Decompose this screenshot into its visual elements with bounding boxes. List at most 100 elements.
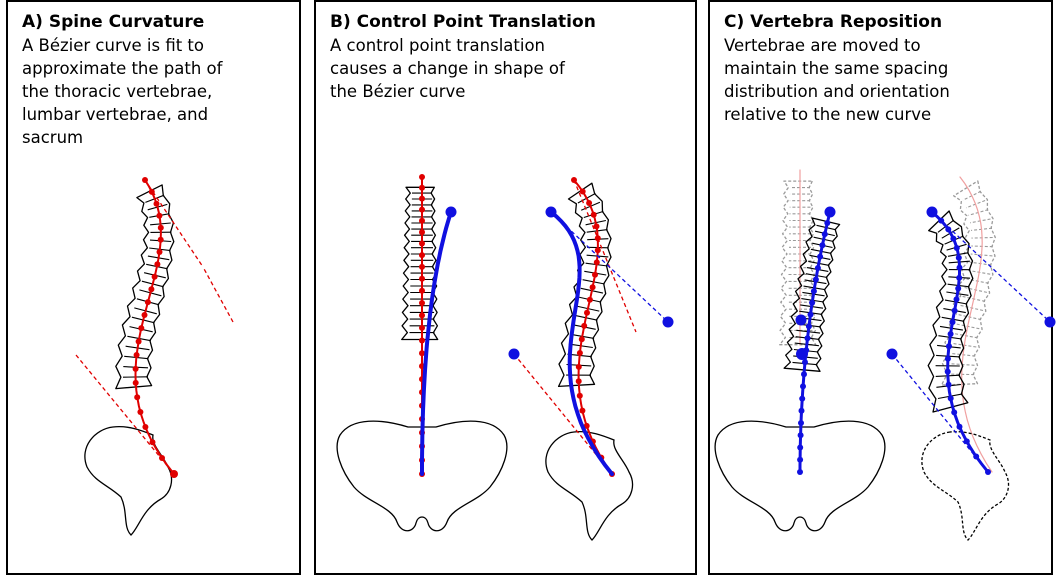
vertebra-center-point [595, 247, 601, 253]
vertebra-center-point [586, 200, 592, 206]
vertebra-center-point [419, 288, 425, 294]
vertebra-center-point [150, 439, 156, 445]
vertebra-center-point [945, 356, 951, 362]
vertebra-center-point [590, 284, 596, 290]
vertebra-center-point [419, 241, 425, 247]
vertebra-center-point [133, 380, 139, 386]
vertebra-center-point [577, 350, 583, 356]
vertebra-center-point [419, 229, 425, 235]
vertebra-center-point [822, 231, 828, 237]
vertebra-center-point [594, 259, 600, 265]
vertebra-center-point [579, 408, 585, 414]
vertebra-center-point [419, 185, 425, 191]
vertebra-center-point [798, 432, 804, 438]
vertebra-center-point [595, 235, 601, 241]
spine-curvature-illustration [8, 2, 303, 577]
vertebra-center-point [419, 207, 425, 213]
vertebra-center-point [419, 276, 425, 282]
vertebra-center-point [957, 265, 963, 271]
control-point [546, 207, 557, 218]
vertebra-center-point [945, 369, 951, 375]
vertebra-reposition-illustration [710, 2, 1055, 577]
vertebra-center-point [577, 393, 583, 399]
vertebra-center-point [419, 325, 425, 331]
panel-spine-curvature: A) Spine Curvature A Bézier curve is fit… [6, 0, 301, 575]
vertebra-center-point [419, 300, 425, 306]
control-point [663, 317, 674, 328]
vertebra-center-point [157, 249, 163, 255]
control-point [1045, 317, 1056, 328]
vertebra-center-point [811, 288, 817, 294]
vertebra-center-point [802, 359, 808, 365]
vertebra-center-point [142, 177, 148, 183]
vertebra-center-point [152, 274, 158, 280]
vertebra-center-point [948, 331, 954, 337]
vertebra-center-point [954, 296, 960, 302]
vertebra-center-point [419, 264, 425, 270]
vertebra-center-point [945, 226, 951, 232]
vertebra-center-point [808, 312, 814, 318]
vertebra-center-point [154, 201, 160, 207]
vertebra-center-point [594, 223, 600, 229]
vertebra-center-point [419, 174, 425, 180]
pelvis-outline [85, 427, 172, 535]
vertebra-center-point [799, 408, 805, 414]
vertebra-center-point [158, 225, 164, 231]
vertebra-center-point [797, 469, 803, 475]
vertebra-center-point [571, 177, 577, 183]
vertebra-center-point [806, 323, 812, 329]
vertebra-center-point [955, 286, 961, 292]
vertebra-center-point [419, 252, 425, 258]
panel-vertebra-reposition: C) Vertebra Reposition Vertebrae are mov… [708, 0, 1053, 575]
vertebra-center-point [579, 336, 585, 342]
vertebra-center-point [819, 242, 825, 248]
vertebra-center-point [145, 299, 151, 305]
vertebra-center-point [805, 335, 811, 341]
vertebra-center-point [954, 245, 960, 251]
vertebra-center-point [956, 275, 962, 281]
vertebra-center-point [801, 371, 807, 377]
vertebra-center-point [946, 343, 952, 349]
control-point [825, 207, 836, 218]
vertebra-center-point [973, 454, 979, 460]
vertebra-center-point [957, 424, 963, 430]
vertebra-center-point [138, 325, 144, 331]
vertebra-center-point [956, 255, 962, 261]
vertebra-center-point [938, 218, 944, 224]
vertebra-center-point [952, 308, 958, 314]
vertebra-center-point [576, 378, 582, 384]
vertebra-center-point [580, 189, 586, 195]
vertebra-center-point [587, 297, 593, 303]
vertebra-center-point [419, 338, 425, 344]
vertebra-center-point [137, 409, 143, 415]
vertebra-center-point [951, 409, 957, 415]
vertebra-center-point [419, 196, 425, 202]
vertebra-center-point [800, 383, 806, 389]
vertebra-center-point [142, 312, 148, 318]
control-handle [574, 180, 636, 332]
vertebra-center-point [824, 220, 830, 226]
vertebra-center-point [946, 382, 952, 388]
vertebra-center-point [142, 424, 148, 430]
pelvis-outline [922, 432, 1009, 540]
vertebra-center-point [584, 310, 590, 316]
vertebra-center-point [799, 396, 805, 402]
vertebra-center-point [149, 189, 155, 195]
vertebra-center-point [817, 254, 823, 260]
vertebra-center-point [148, 286, 154, 292]
control-point [509, 349, 520, 360]
vertebra-center-point [419, 312, 425, 318]
vertebra-center-point [136, 339, 142, 345]
vertebra-center-point [134, 394, 140, 400]
vertebra-center-point [798, 420, 804, 426]
control-point [170, 470, 178, 478]
control-point-translation-illustration [316, 2, 699, 577]
vertebra-center-point [133, 366, 139, 372]
vertebra-center-point [950, 319, 956, 325]
panel-control-point-translation: B) Control Point Translation A control p… [314, 0, 697, 575]
vertebra-center-point [813, 277, 819, 283]
vertebra-center-point [134, 352, 140, 358]
vertebra-center-point [985, 469, 991, 475]
vertebra-center-point [809, 300, 815, 306]
control-point [796, 348, 808, 360]
